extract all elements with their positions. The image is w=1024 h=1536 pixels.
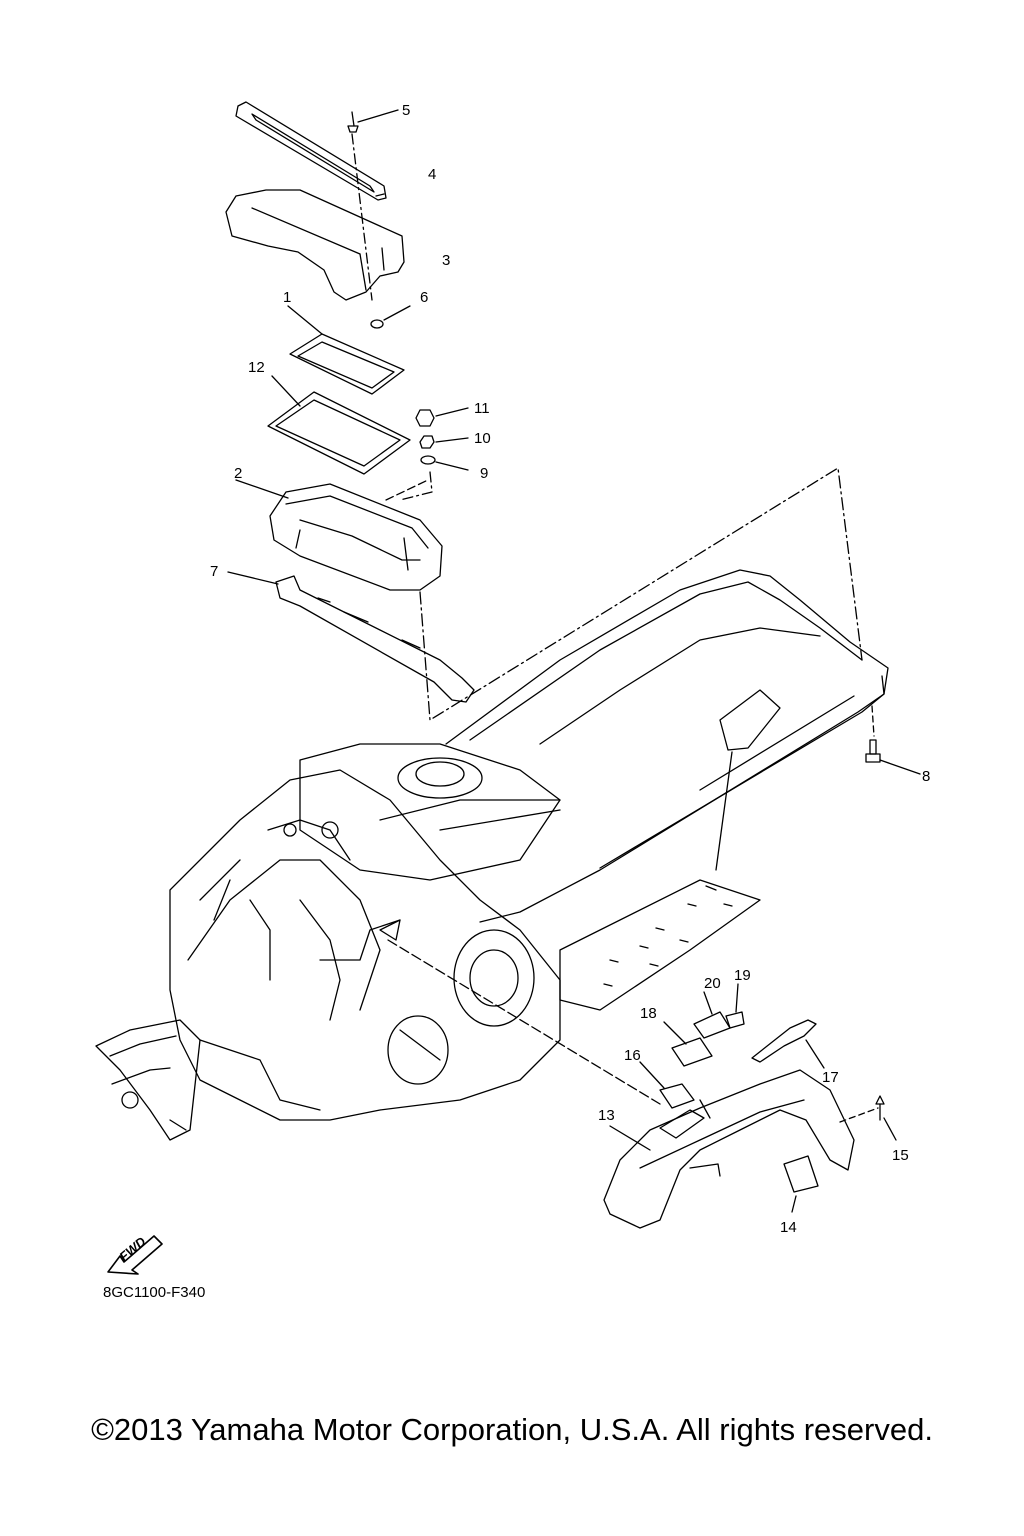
nut-part-10: [419, 435, 469, 449]
callout-13: 13: [598, 1107, 615, 1124]
front-bumper: [95, 1019, 321, 1141]
snowflap-part-13: [603, 1069, 855, 1229]
callout-17: 17: [822, 1069, 839, 1086]
callout-20: 20: [704, 975, 721, 992]
callout-6: 6: [420, 289, 428, 306]
callout-16: 16: [624, 1047, 641, 1064]
fwd-arrow-icon: [107, 1235, 163, 1275]
decal-part-19: [725, 983, 745, 1029]
callout-15: 15: [892, 1147, 909, 1164]
seat-assembly: [445, 569, 889, 923]
callout-8: 8: [922, 768, 930, 785]
pad-part-16: [639, 1061, 695, 1109]
bracket-rear: [659, 1099, 711, 1139]
decal-part-20: [693, 991, 731, 1039]
callout-11: 11: [474, 400, 490, 417]
filter-part-1: [287, 305, 405, 395]
filter-part-12: [267, 375, 411, 475]
callout-9: 9: [480, 465, 488, 482]
callout-1: 1: [283, 289, 291, 306]
plate-part-14: [783, 1155, 819, 1213]
callout-19: 19: [734, 967, 751, 984]
decal-part-18: [663, 1021, 713, 1067]
diagram-code: 8GC1100-F340: [103, 1284, 206, 1301]
callout-7: 7: [210, 563, 218, 580]
callout-4: 4: [428, 166, 436, 183]
rod-part-17: [751, 1019, 825, 1069]
copyright-notice: ©2013 Yamaha Motor Corporation, U.S.A. A…: [91, 1412, 933, 1447]
callout-3: 3: [442, 252, 450, 269]
callout-2: 2: [234, 465, 242, 482]
running-board: [559, 879, 761, 1011]
fuel-tank: [299, 743, 561, 881]
grommet-part-6: [370, 305, 411, 329]
nut-part-11: [415, 407, 469, 427]
airbox-part-2: [235, 479, 443, 591]
callout-10: 10: [474, 430, 491, 447]
cover-part-3: [225, 189, 405, 301]
washer-part-9: [420, 455, 469, 471]
clip-part-5: [347, 109, 399, 133]
callout-18: 18: [640, 1005, 657, 1022]
engine-frame: [169, 769, 561, 1121]
rivet-part-15: [839, 1095, 897, 1141]
bolt-part-8: [865, 705, 921, 775]
callout-12: 12: [248, 359, 265, 376]
bracket-part-4: [235, 101, 387, 201]
strap-part-7: [227, 571, 475, 703]
callout-14: 14: [780, 1219, 797, 1236]
callout-5: 5: [402, 102, 410, 119]
